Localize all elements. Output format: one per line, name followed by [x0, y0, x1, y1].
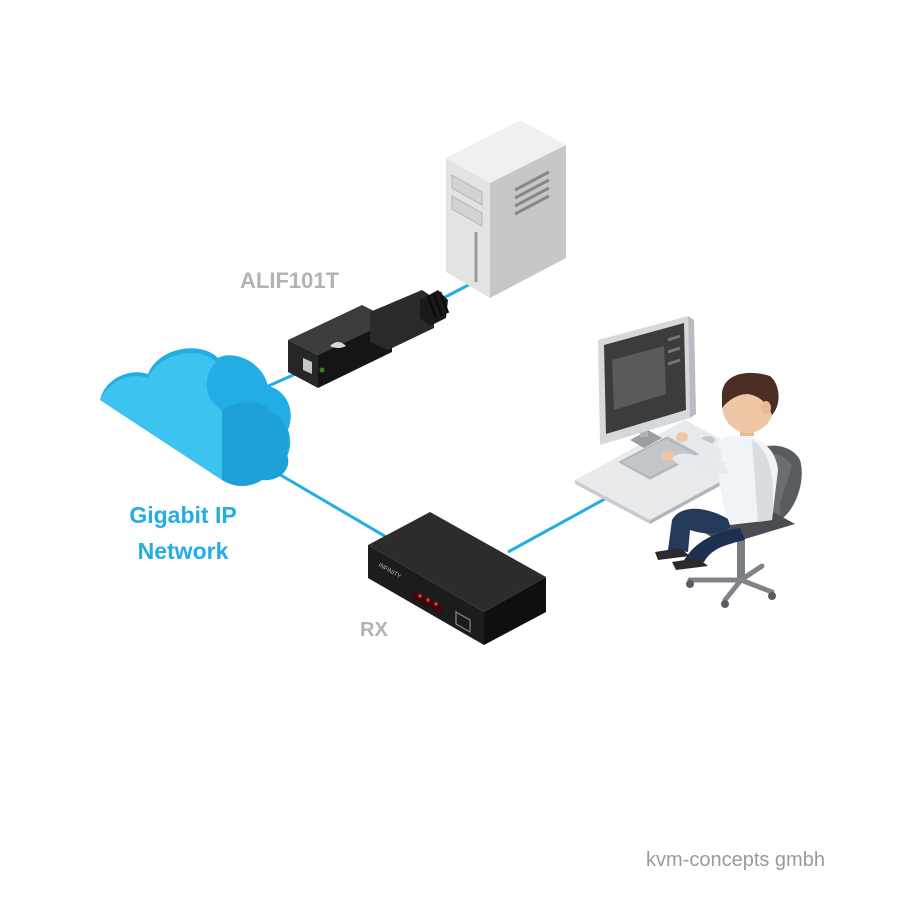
- network-label-line1: Gigabit IP: [129, 502, 237, 528]
- receiver-unit-icon: INFINITY: [368, 512, 546, 645]
- user-icon: [655, 372, 779, 570]
- receiver-label: RX: [360, 619, 388, 641]
- link-receiver-to-workstation: [507, 493, 613, 554]
- computer-tower-icon: [446, 120, 566, 298]
- network-label-line2: Network: [137, 538, 229, 564]
- cloud-icon: [100, 348, 291, 486]
- transmitter-label: ALIF101T: [240, 268, 340, 293]
- credit-text: kvm-concepts gmbh: [646, 849, 825, 871]
- network-label: Gigabit IP Network: [108, 497, 258, 569]
- transmitter-dongle-icon: [288, 290, 450, 388]
- link-cloud-to-receiver: [271, 468, 401, 547]
